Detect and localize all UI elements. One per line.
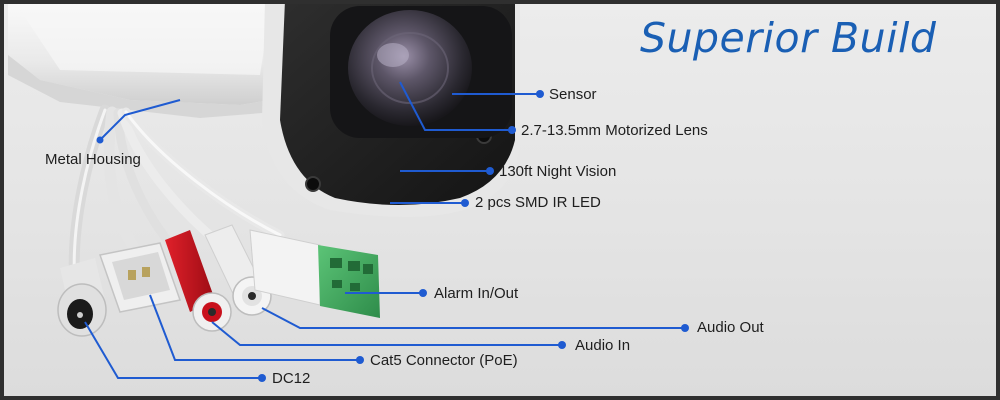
callout-alarm: Alarm In/Out — [434, 285, 519, 302]
callout-sensor: Sensor — [549, 86, 597, 103]
cat5-connector — [99, 242, 181, 313]
callout-night-vision: 130ft Night Vision — [499, 163, 617, 180]
dot-night-vision — [486, 167, 494, 175]
leader-cat5 — [149, 294, 360, 361]
dot-alarm — [419, 289, 427, 297]
audio-in-connector — [165, 230, 232, 332]
leader-metal-housing — [99, 99, 181, 141]
leader-lines — [84, 81, 685, 379]
dot-cat5 — [356, 356, 364, 364]
lens-face — [262, 0, 520, 218]
dot-ir-led — [461, 199, 469, 207]
callout-ir-led: 2 pcs SMD IR LED — [475, 194, 601, 211]
dot-metal-housing — [96, 136, 104, 144]
alarm-terminal-block — [249, 229, 380, 318]
camera-housing — [8, 0, 300, 118]
dot-sensor — [536, 90, 544, 98]
callout-motorized-lens: 2.7-13.5mm Motorized Lens — [521, 122, 708, 139]
leader-dc12 — [84, 321, 262, 379]
diagram-heading: Superior Build — [640, 14, 937, 62]
dc12-connector — [57, 258, 107, 337]
dot-audio-in — [558, 341, 566, 349]
leader-audio-in — [211, 321, 562, 346]
leader-dots — [96, 90, 689, 382]
callout-cat5: Cat5 Connector (PoE) — [370, 352, 518, 369]
callout-audio-in: Audio In — [575, 337, 631, 354]
leader-audio-out — [261, 307, 685, 329]
callout-dc12: DC12 — [272, 370, 311, 387]
callout-audio-out: Audio Out — [697, 319, 764, 336]
leader-lens — [399, 81, 512, 131]
dot-dc12 — [258, 374, 266, 382]
callout-metal-housing: Metal Housing — [45, 151, 141, 168]
dot-lens — [508, 126, 516, 134]
dot-audio-out — [681, 324, 689, 332]
